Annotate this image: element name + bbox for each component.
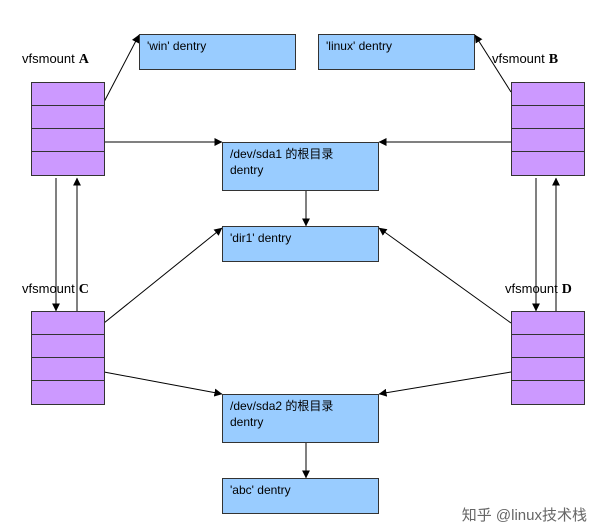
- vfsmount-c-struct: [31, 311, 105, 405]
- vfsmount-b-struct: [511, 82, 585, 176]
- dentry-sda1-root: /dev/sda1 的根目录 dentry: [222, 142, 379, 191]
- arrow-d-to-dir1: [378, 227, 512, 324]
- vfsmount-d-prefix: vfsmount: [505, 281, 558, 296]
- dentry-dir1: 'dir1' dentry: [222, 226, 379, 262]
- vfsmount-a-field: [32, 83, 104, 106]
- dentry-sda1-line2: dentry: [230, 163, 264, 177]
- vfsmount-b-prefix: vfsmount: [492, 51, 545, 66]
- vfsmount-d-field: [512, 381, 584, 404]
- vfsmount-b-field: [512, 106, 584, 129]
- dentry-win-label: 'win' dentry: [147, 39, 207, 53]
- vfsmount-d-field: [512, 358, 584, 381]
- dentry-linux-label: 'linux' dentry: [326, 39, 392, 53]
- vfsmount-c-field: [32, 312, 104, 335]
- vfsmount-d-field: [512, 335, 584, 358]
- dentry-dir1-label: 'dir1' dentry: [230, 231, 292, 245]
- vfsmount-d-struct: [511, 311, 585, 405]
- vfsmount-c-prefix: vfsmount: [22, 281, 75, 296]
- vfsmount-a-field: [32, 152, 104, 175]
- arrow-d-to-sda2: [378, 371, 512, 397]
- arrow-c-to-sda2: [103, 371, 223, 397]
- arrow-c-to-dir1: [103, 227, 223, 324]
- watermark: 知乎 @linux技术栈: [461, 507, 587, 524]
- vfsmount-c-letter: C: [78, 282, 89, 297]
- dentry-sda2-line2: dentry: [230, 415, 264, 429]
- dentry-sda1-line1: /dev/sda1 的根目录: [230, 147, 334, 161]
- vfsmount-a-prefix: vfsmount: [22, 51, 75, 66]
- vfsmount-a-field: [32, 106, 104, 129]
- vfsmount-b-field: [512, 152, 584, 175]
- vfsmount-c-field: [32, 335, 104, 358]
- vfsmount-b-letter: B: [548, 52, 559, 67]
- vfsmount-b-field: [512, 129, 584, 152]
- dentry-abc: 'abc' dentry: [222, 478, 379, 514]
- dentry-sda2-root: /dev/sda2 的根目录 dentry: [222, 394, 379, 443]
- dentry-linux: 'linux' dentry: [318, 34, 475, 70]
- vfsmount-a-struct: [31, 82, 105, 176]
- vfsmount-b-field: [512, 83, 584, 106]
- dentry-abc-label: 'abc' dentry: [230, 483, 291, 497]
- vfsmount-d-letter: D: [561, 282, 572, 297]
- vfsmount-c-field: [32, 358, 104, 381]
- arrow-a-to-win: [103, 34, 140, 103]
- dentry-win: 'win' dentry: [139, 34, 296, 70]
- dentry-sda2-line1: /dev/sda2 的根目录: [230, 399, 334, 413]
- vfsmount-c-field: [32, 381, 104, 404]
- vfsmount-d-field: [512, 312, 584, 335]
- vfsmount-a-field: [32, 129, 104, 152]
- vfsmount-a-letter: A: [78, 52, 89, 67]
- arrow-b-to-linux: [474, 34, 512, 93]
